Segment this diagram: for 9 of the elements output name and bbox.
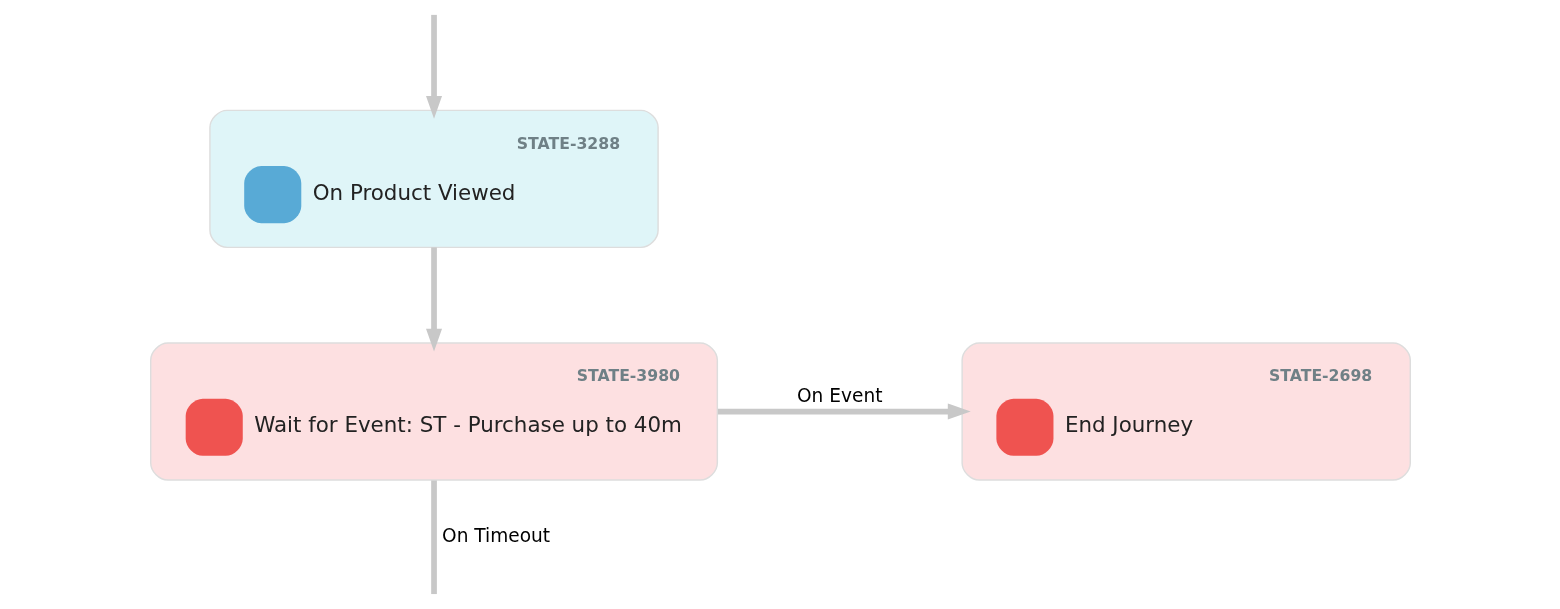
node-box: STATE-3980 Wait for Event: ST - Purchase up to 40m	[149, 342, 718, 481]
arrow	[425, 14, 442, 119]
node-box: STATE-3288 On Product Viewed	[208, 109, 659, 249]
arrow	[717, 403, 971, 420]
arrow	[425, 247, 442, 352]
connector	[430, 480, 437, 595]
node-box: STATE-2698 End Journey	[960, 342, 1411, 481]
edge-label: On Event	[796, 385, 882, 407]
edge-label: On Timeout	[441, 525, 550, 546]
